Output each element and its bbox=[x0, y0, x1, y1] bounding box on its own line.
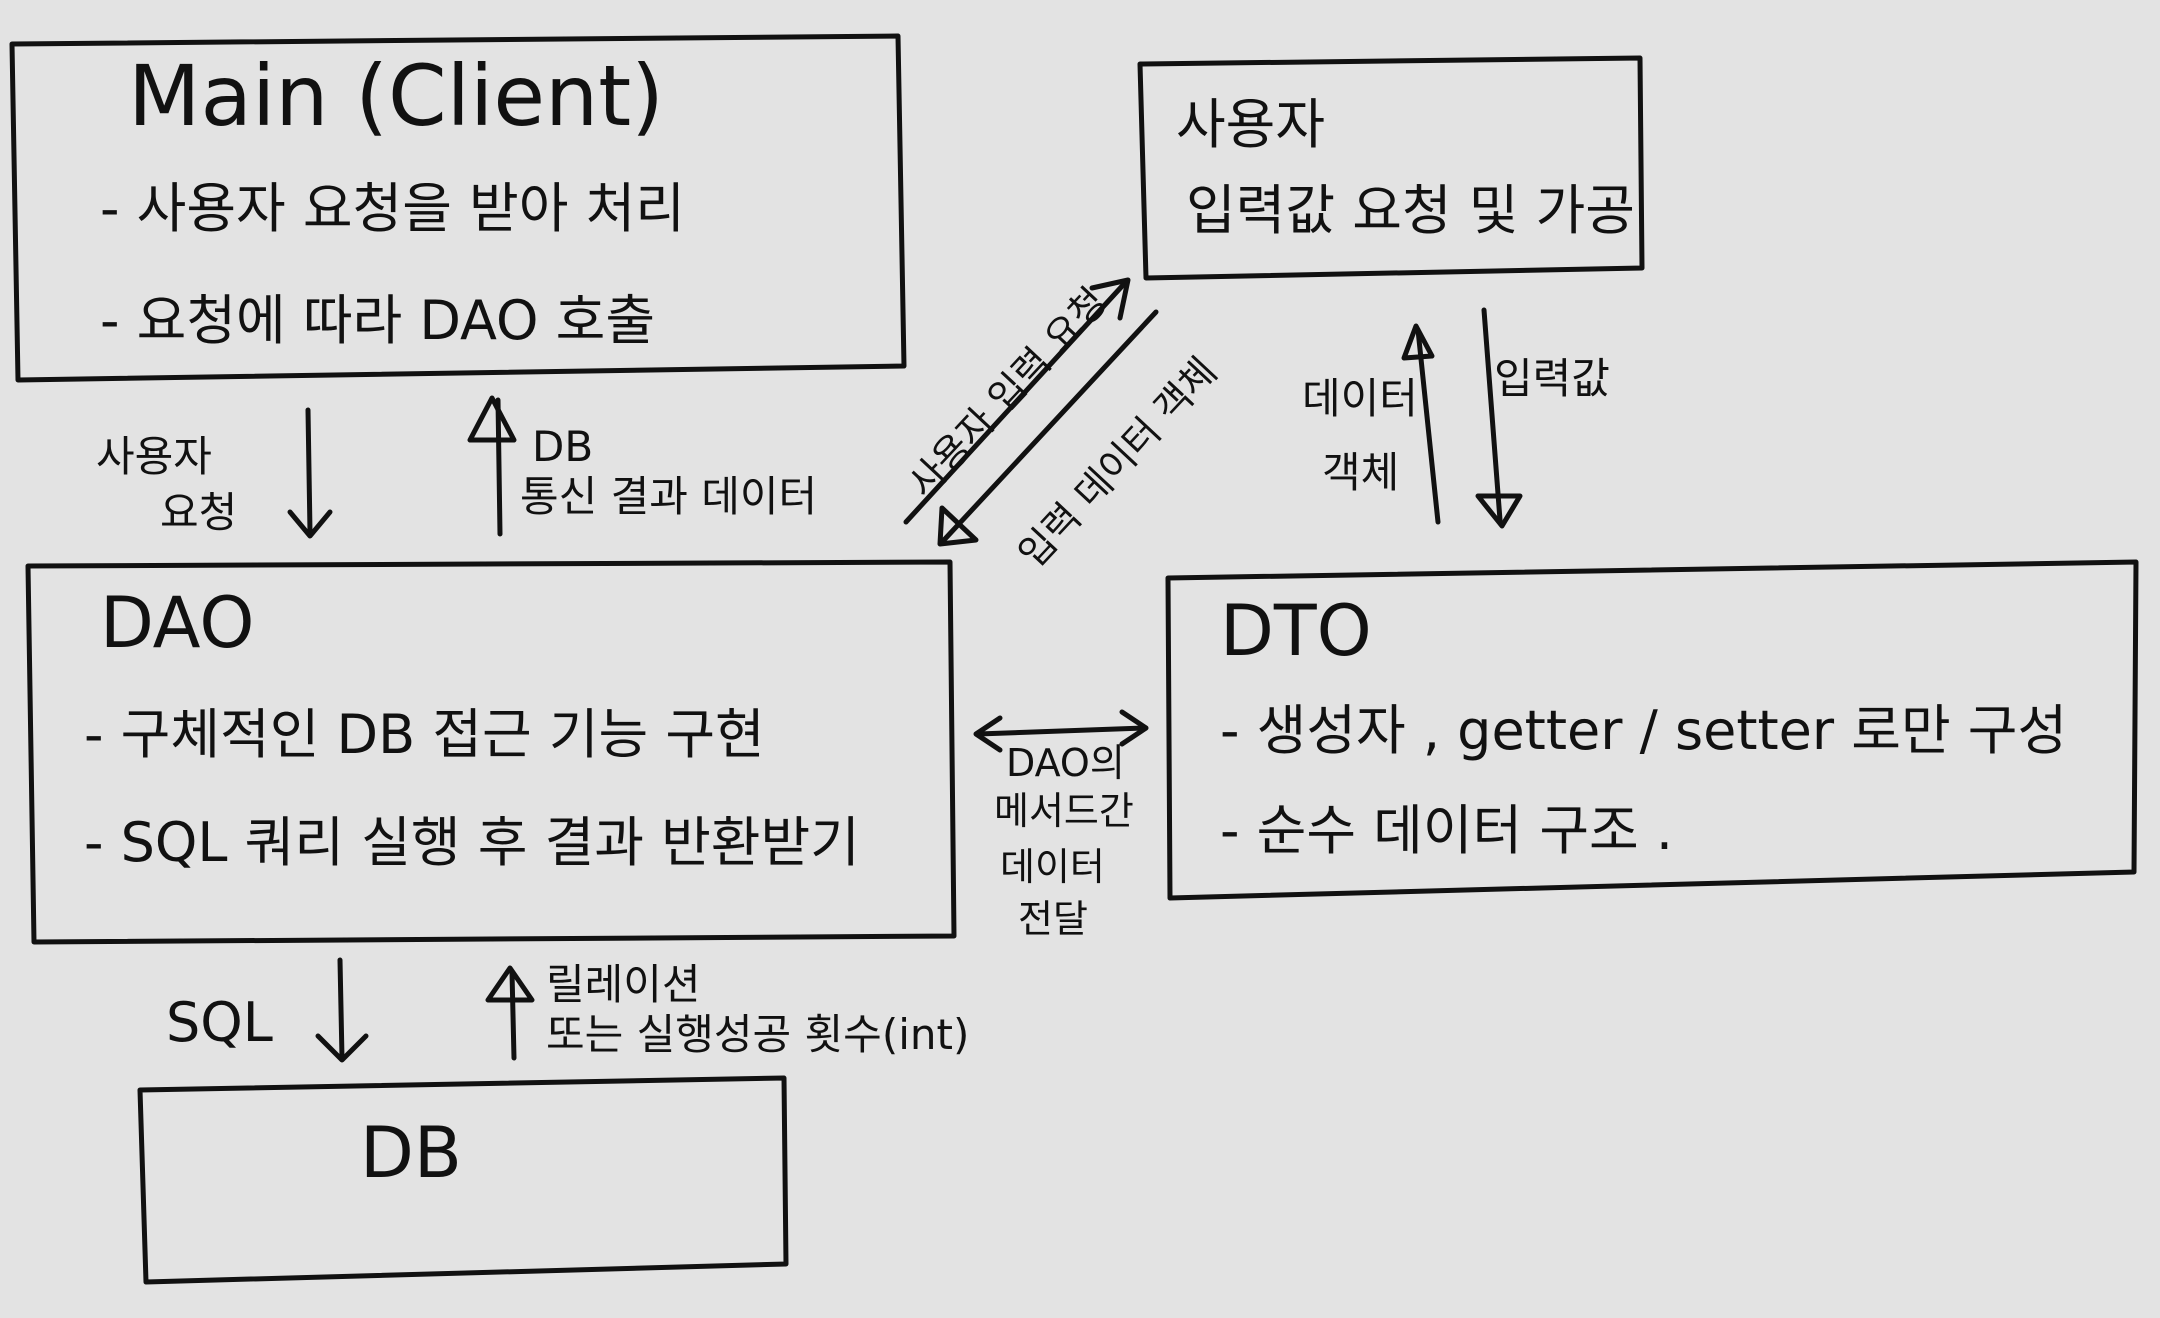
user-box-line-1: 사용자 bbox=[1176, 93, 1326, 156]
user-box-outline bbox=[1137, 55, 1645, 281]
dao-dto-label-3: 데이터 bbox=[1000, 845, 1105, 889]
dao-box-line-2: - SQL 쿼리 실행 후 결과 반환받기 bbox=[84, 811, 860, 874]
user-to-dao-arrow-shaft bbox=[941, 309, 1159, 543]
dto-to-user-arrow-head bbox=[1401, 323, 1435, 361]
dto-box-line-1: - 생성자 , getter / setter 로만 구성 bbox=[1220, 699, 2068, 762]
main-to-dao-label-2: 요청 bbox=[160, 488, 238, 537]
dao-dto-arrow-shaft bbox=[975, 725, 1147, 737]
dao-dto-label-4: 전달 bbox=[1018, 897, 1088, 941]
dao-to-db-label: SQL bbox=[166, 991, 273, 1054]
dto-to-user-label-1: 데이터 bbox=[1302, 374, 1418, 423]
dao-to-db-arrow-head bbox=[315, 1033, 369, 1063]
user-to-dto-arrow-head bbox=[1475, 493, 1523, 529]
db-to-dao-arrow-shaft bbox=[509, 969, 517, 1061]
main-box-outline bbox=[9, 33, 907, 383]
db-to-dao-label-1: 릴레이션 bbox=[546, 960, 701, 1009]
dao-to-main-label-1: DB bbox=[532, 422, 594, 471]
main-box-line-1: - 사용자 요청을 받아 처리 bbox=[100, 177, 685, 240]
dao-box-outline bbox=[25, 559, 957, 945]
db-to-dao-arrow-head bbox=[485, 965, 535, 1003]
dto-box-title: DTO bbox=[1220, 590, 1372, 672]
dao-dto-label-1: DAO의 bbox=[1006, 741, 1125, 785]
main-to-dao-arrow-shaft bbox=[305, 407, 313, 535]
main-box-title: Main (Client) bbox=[128, 47, 664, 145]
dto-box-line-2: - 순수 데이터 구조 . bbox=[1220, 799, 1674, 862]
main-box-line-2: - 요청에 따라 DAO 호출 bbox=[100, 289, 656, 352]
dao-to-db-arrow-shaft bbox=[337, 957, 345, 1061]
dto-to-user-label-2: 객체 bbox=[1322, 448, 1400, 497]
user-to-dto-label: 입력값 bbox=[1494, 354, 1610, 403]
main-to-dao-label-1: 사용자 bbox=[96, 432, 212, 481]
db-to-dao-label-2: 또는 실행성공 횟수(int) bbox=[546, 1010, 970, 1059]
user-to-dto-arrow-shaft bbox=[1481, 307, 1503, 523]
db-box-outline bbox=[137, 1075, 789, 1285]
user-box-line-2: 입력값 요청 및 가공 bbox=[1186, 179, 1635, 242]
main-to-dao-arrow-head bbox=[287, 509, 333, 539]
dao-box-title: DAO bbox=[100, 582, 255, 664]
dao-to-user-arrow-shaft bbox=[903, 281, 1127, 525]
dto-to-user-arrow-shaft bbox=[1415, 327, 1441, 525]
dao-dto-arrow-head-left bbox=[973, 715, 1003, 753]
dao-dto-label-2: 메서드간 bbox=[994, 789, 1134, 833]
dao-to-user-arrow-head bbox=[1089, 277, 1131, 321]
dao-dto-arrow-head-right bbox=[1119, 709, 1149, 747]
dto-box-outline bbox=[1165, 559, 2139, 901]
dao-to-main-label-2: 통신 결과 데이터 bbox=[520, 472, 818, 521]
user-to-dao-arrow-head bbox=[937, 505, 979, 547]
dao-to-main-arrow-head bbox=[467, 395, 517, 443]
dao-to-main-arrow-shaft bbox=[495, 397, 503, 537]
dao-box-line-1: - 구체적인 DB 접근 기능 구현 bbox=[84, 703, 765, 766]
db-box-title: DB bbox=[360, 1112, 462, 1194]
